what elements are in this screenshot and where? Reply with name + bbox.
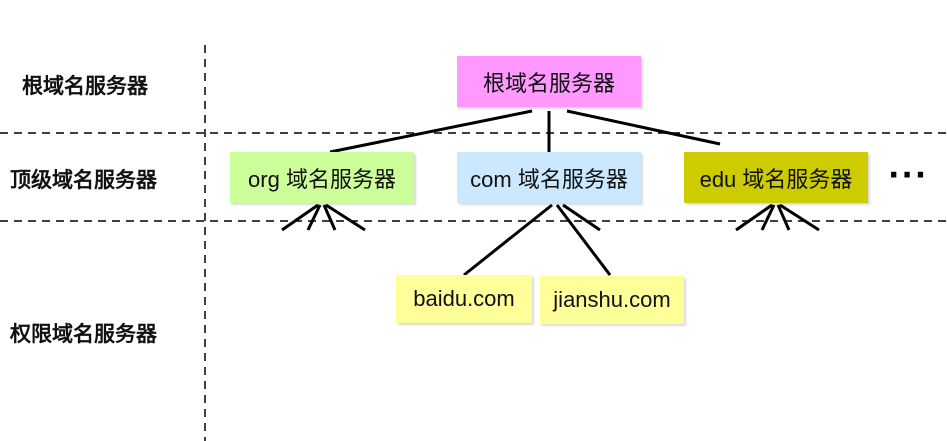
node-org: org 域名服务器 [230, 152, 414, 203]
level-label-root: 根域名服务器 [22, 74, 148, 98]
edu-fan [735, 203, 820, 232]
node-jianshu: jianshu.com [540, 276, 684, 324]
ellipsis: ··· [888, 158, 929, 193]
edge-root-org [329, 109, 533, 154]
node-root: 根域名服务器 [457, 56, 641, 107]
level-label-tld: 顶级域名服务器 [10, 168, 157, 192]
node-edu: edu 域名服务器 [684, 152, 868, 203]
node-com: com 域名服务器 [457, 152, 641, 203]
edge-com-baidu [463, 203, 553, 277]
org-fan [281, 203, 366, 232]
edge-com-jianshu [555, 204, 612, 276]
edge-com-other [562, 203, 601, 232]
level-label-authoritative: 权限域名服务器 [10, 322, 157, 346]
node-baidu: baidu.com [396, 275, 532, 323]
edge-root-edu [566, 109, 721, 146]
